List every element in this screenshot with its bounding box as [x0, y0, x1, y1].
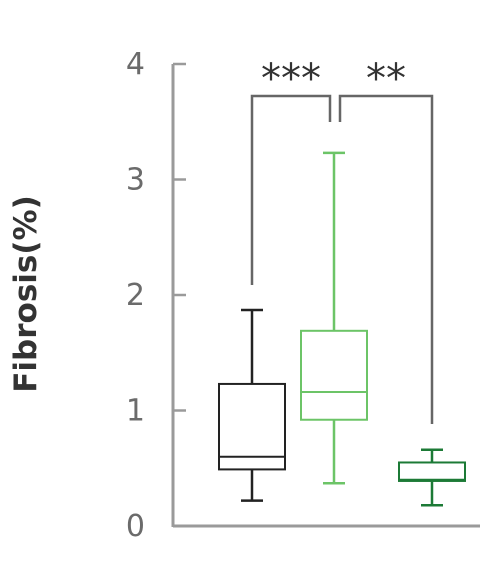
significance-label: ** — [366, 56, 406, 102]
y-tick-label: 1 — [126, 394, 145, 429]
y-axis-label: Fibrosis(%) — [8, 195, 44, 393]
y-tick-label: 3 — [126, 163, 145, 198]
bracket-line — [338, 94, 434, 424]
y-tick-label: 2 — [126, 278, 145, 313]
axis-layer: 0 1 2 3 4 — [126, 47, 480, 544]
box-group — [300, 151, 368, 485]
significance-label: *** — [261, 56, 321, 102]
significance-layer: ***** — [250, 56, 434, 424]
box-iqr — [218, 382, 286, 471]
box-group — [218, 308, 286, 502]
y-tick-label: 0 — [126, 509, 145, 544]
y-tick-label: 4 — [126, 47, 145, 82]
bracket-line — [250, 94, 332, 285]
significance-bracket: ** — [338, 56, 434, 424]
significance-bracket: *** — [250, 56, 332, 285]
box-iqr — [398, 461, 466, 482]
box-iqr — [300, 329, 368, 421]
box-layer — [218, 151, 466, 507]
box-group — [398, 448, 466, 507]
